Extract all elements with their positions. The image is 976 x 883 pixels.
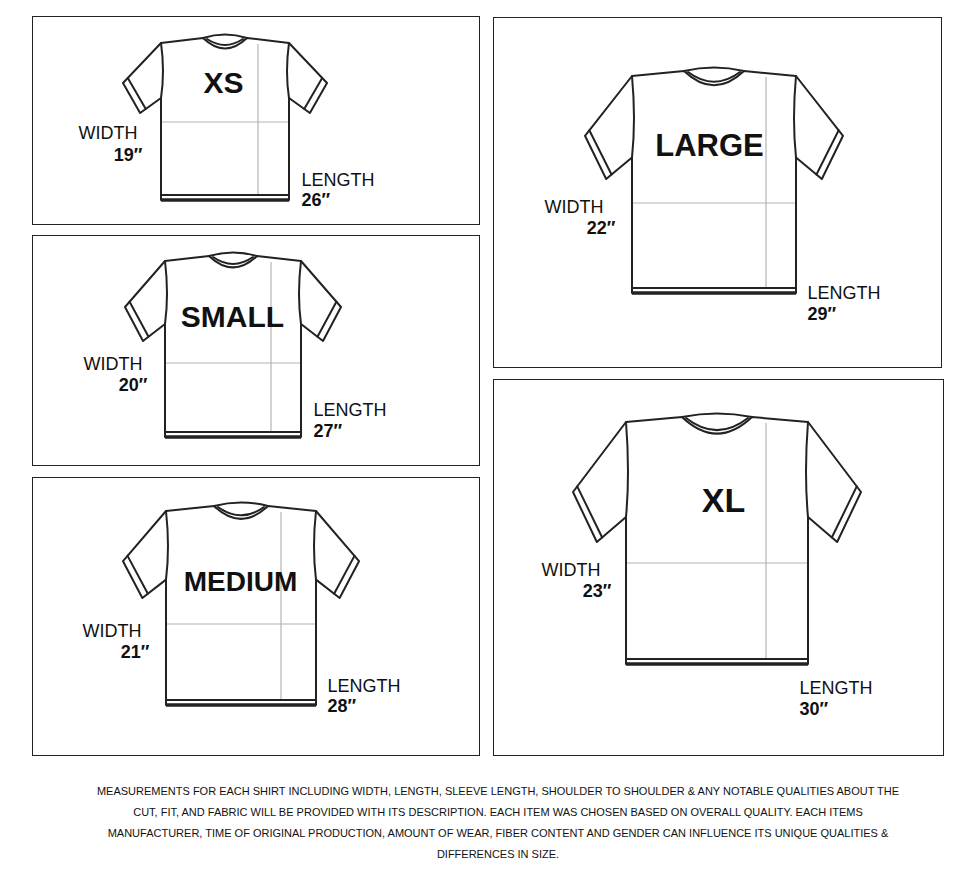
collar [684, 68, 744, 72]
guide-line [280, 512, 281, 699]
armhole-seam [806, 422, 808, 517]
sleeve-cuff [128, 556, 148, 594]
size-panel: LARGE WIDTH 22″ LENGTH 29″ [493, 17, 942, 368]
armhole-seam [287, 43, 289, 98]
width-label: WIDTH [545, 198, 604, 216]
sleeve-cuff [317, 302, 336, 337]
armhole-seam [166, 511, 168, 580]
hem-edge [632, 291, 796, 295]
caption-note: MEASUREMENTS FOR EACH SHIRT INCLUDING WI… [88, 781, 908, 865]
guide-line [270, 262, 271, 431]
guide-line [257, 42, 258, 200]
shirt-illustration [33, 17, 481, 226]
length-value: 26″ [302, 191, 331, 209]
shirt-outline [123, 38, 327, 200]
collar [209, 253, 257, 257]
sleeve-cuff [577, 486, 602, 537]
armhole-seam [626, 422, 628, 517]
size-panel: XL WIDTH 23″ LENGTH 30″ [493, 379, 944, 756]
guide-line [627, 562, 807, 563]
length-label: LENGTH [314, 401, 387, 419]
guide-line [765, 75, 766, 293]
shirt-illustration [33, 236, 481, 467]
size-panel: SMALL WIDTH 20″ LENGTH 27″ [32, 235, 480, 466]
hem-line [165, 431, 301, 433]
collar [214, 503, 268, 507]
hem-edge [165, 435, 301, 439]
sleeve-cuff [832, 486, 857, 537]
guide-line [765, 423, 766, 658]
shirt-illustration [494, 18, 943, 369]
collar-rib [213, 257, 253, 264]
hem-edge [626, 662, 808, 666]
hem-edge [166, 703, 316, 707]
size-name: XL [702, 483, 745, 517]
width-value: 23″ [583, 582, 612, 600]
size-name: LARGE [655, 130, 764, 161]
collar [203, 35, 247, 39]
shirt-outline [573, 417, 861, 664]
width-value: 20″ [119, 376, 148, 394]
armhole-seam [794, 76, 796, 157]
width-label: WIDTH [84, 355, 143, 373]
width-label: WIDTH [79, 124, 138, 142]
shirt-illustration [33, 478, 481, 757]
armhole-seam [314, 511, 316, 580]
length-label: LENGTH [808, 284, 881, 302]
sleeve-cuff [304, 78, 322, 109]
sleeve-cuff [130, 302, 149, 337]
sleeve-cuff [334, 556, 354, 594]
length-label: LENGTH [328, 677, 401, 695]
guide-line [162, 121, 288, 122]
width-value: 19″ [114, 146, 143, 164]
length-value: 27″ [314, 422, 343, 440]
width-value: 21″ [121, 643, 150, 661]
guide-line [270, 260, 271, 437]
guide-line [765, 421, 766, 664]
sleeve-cuff [816, 130, 838, 174]
hem-line [161, 194, 289, 196]
guide-line [633, 202, 795, 203]
collar-rib [688, 72, 740, 82]
length-value: 29″ [808, 305, 837, 323]
guide-line [167, 623, 315, 624]
size-name: MEDIUM [184, 568, 298, 596]
sleeve-cuff [128, 78, 146, 109]
collar-rib [207, 39, 243, 45]
width-value: 22″ [587, 219, 616, 237]
width-label: WIDTH [83, 622, 142, 640]
length-label: LENGTH [800, 679, 873, 697]
width-label: WIDTH [542, 561, 601, 579]
guide-line [765, 77, 766, 287]
length-value: 28″ [328, 697, 357, 715]
guide-line [257, 44, 258, 194]
size-panel: MEDIUM WIDTH 21″ LENGTH 28″ [32, 477, 480, 756]
length-value: 30″ [800, 700, 829, 718]
shirt-outline [585, 71, 843, 293]
size-name: XS [203, 68, 243, 98]
size-panel: XS WIDTH 19″ LENGTH 26″ [32, 16, 480, 225]
hem-line [626, 658, 808, 660]
armhole-seam [299, 261, 301, 324]
hem-line [632, 287, 796, 289]
guide-line [280, 510, 281, 705]
armhole-seam [161, 43, 163, 98]
hem-line [166, 699, 316, 701]
collar-rib [218, 507, 264, 515]
hem-edge [161, 198, 289, 202]
collar-rib [686, 418, 748, 430]
sleeve-cuff [589, 130, 611, 174]
armhole-seam [632, 76, 634, 157]
size-name: SMALL [181, 302, 284, 332]
length-label: LENGTH [302, 171, 375, 189]
shirt-outline [125, 256, 341, 437]
collar [682, 414, 752, 418]
guide-line [166, 362, 300, 363]
armhole-seam [165, 261, 167, 324]
shirt-outline [123, 506, 359, 705]
